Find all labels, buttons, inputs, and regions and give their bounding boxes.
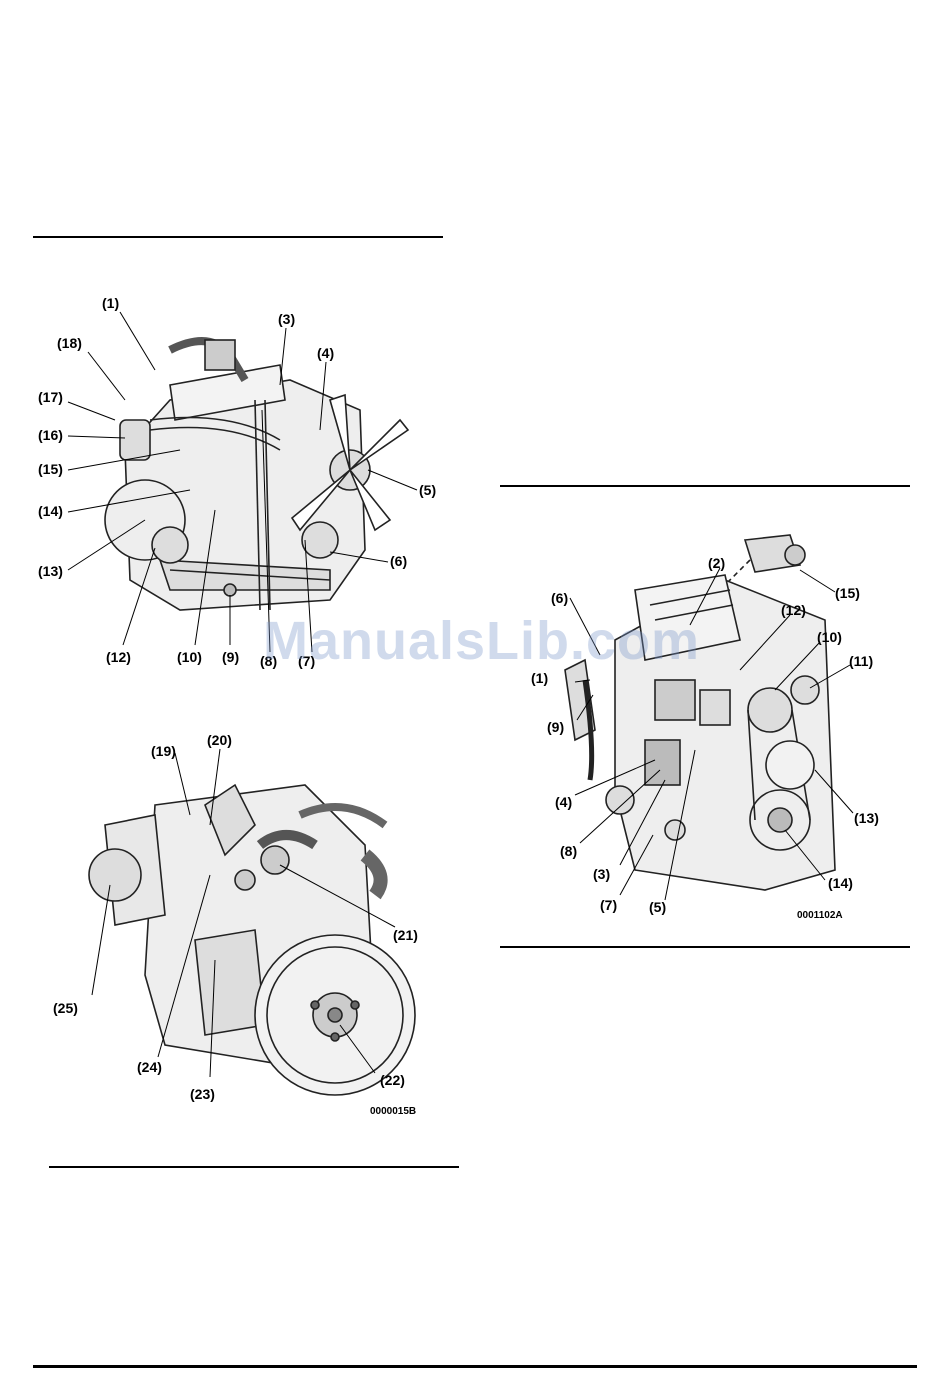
callout-22: (22) [380, 1072, 405, 1088]
callout-6: (6) [551, 590, 568, 606]
callout-16: (16) [38, 427, 63, 443]
rule-right-top [500, 485, 910, 487]
callout-3: (3) [593, 866, 610, 882]
callout-15: (15) [38, 461, 63, 477]
rule-right-bottom [500, 946, 910, 948]
callout-7: (7) [600, 897, 617, 913]
callout-1: (1) [531, 670, 548, 686]
callout-14: (14) [38, 503, 63, 519]
engine-drawing-2: (19) (20) (21) (22) (23) (24) (25) 00000… [45, 725, 445, 1125]
callout-18: (18) [57, 335, 82, 351]
engine-drawing-3: (2) (15) (6) (12) (10) (11) (1) (9) (4) … [525, 530, 905, 925]
callout-5: (5) [649, 899, 666, 915]
callout-2: (2) [708, 555, 725, 571]
callout-8: (8) [260, 653, 277, 669]
rule-page-bottom [33, 1365, 917, 1368]
engine-figure-2: (19) (20) (21) (22) (23) (24) (25) 00000… [45, 725, 445, 1125]
callout-6: (6) [390, 553, 407, 569]
engine-figure-3: (2) (15) (6) (12) (10) (11) (1) (9) (4) … [525, 530, 905, 925]
callout-11: (11) [849, 653, 873, 669]
callout-10: (10) [177, 649, 202, 665]
callout-12: (12) [106, 649, 131, 665]
callout-5: (5) [419, 482, 436, 498]
callout-15: (15) [835, 585, 860, 601]
rule-top-left [33, 236, 443, 238]
engine-drawing-1: (1) (18) (17) (16) (15) (14) (13) (12) (… [30, 290, 450, 670]
callout-9: (9) [222, 649, 239, 665]
callout-10: (10) [817, 629, 842, 645]
callout-3: (3) [278, 311, 295, 327]
engine-figure-1: (1) (18) (17) (16) (15) (14) (13) (12) (… [30, 290, 450, 670]
callout-17: (17) [38, 389, 63, 405]
callout-19: (19) [151, 743, 176, 759]
callout-13: (13) [38, 563, 63, 579]
callout-24: (24) [137, 1059, 162, 1075]
callout-25: (25) [53, 1000, 78, 1016]
rule-mid-left [49, 1166, 459, 1168]
callout-13: (13) [854, 810, 879, 826]
callout-21: (21) [393, 927, 418, 943]
callout-4: (4) [317, 345, 334, 361]
callout-8: (8) [560, 843, 577, 859]
callout-4: (4) [555, 794, 572, 810]
figure-2-id: 0000015B [370, 1106, 416, 1117]
callout-14: (14) [828, 875, 853, 891]
callout-9: (9) [547, 719, 564, 735]
callout-23: (23) [190, 1086, 215, 1102]
figure-3-id: 0001102A [797, 910, 843, 921]
callout-12: (12) [781, 602, 806, 618]
callout-7: (7) [298, 653, 315, 669]
callout-20: (20) [207, 732, 232, 748]
callout-1: (1) [102, 295, 119, 311]
